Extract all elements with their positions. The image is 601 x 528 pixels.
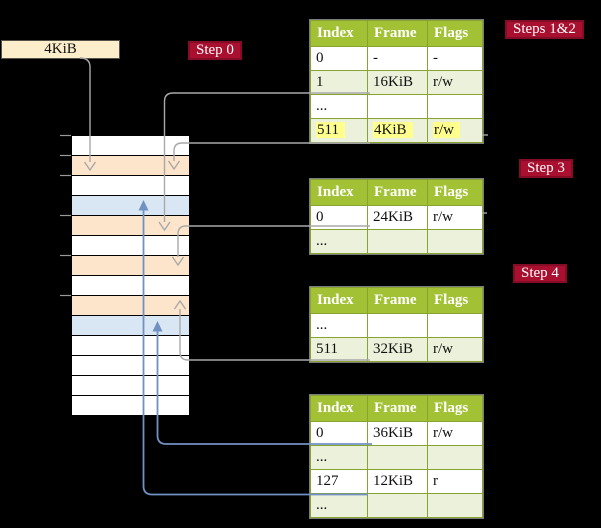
header-index: Index (310, 179, 368, 206)
table-cell: r/w (427, 421, 483, 446)
table-row-highlighted: 511 4KiB r/w (310, 118, 483, 143)
table-cell: 24KiB (367, 205, 428, 230)
table-cell (427, 94, 483, 119)
header-flags: Flags (427, 287, 483, 314)
memory-row-peach (72, 216, 189, 236)
memory-row-peach (72, 256, 189, 276)
table-cell: r/w (427, 205, 483, 230)
table-row: ... (310, 313, 483, 338)
table-cell: ... (310, 493, 368, 518)
page-table-step-4b: Index Frame Flags 0 36KiB r/w ... 127 12… (310, 395, 483, 518)
table-cell (367, 493, 428, 518)
step-3-label: Step 3 (519, 159, 573, 178)
table-cell: 511 (310, 118, 368, 143)
highlighted-value: 4KiB (373, 122, 413, 138)
table-cell: ... (310, 313, 368, 338)
table-header-row: Index Frame Flags (310, 179, 483, 206)
memory-row-peach (72, 156, 189, 176)
arrow-pt1-index511-to-4kib-frame (173, 142, 370, 161)
table-row: 1 16KiB r/w (310, 70, 483, 95)
page-table-step-3: Index Frame Flags 0 24KiB r/w ... (310, 179, 483, 254)
memory-row-blue (72, 316, 189, 336)
header-index: Index (310, 20, 368, 47)
step-0-label: Step 0 (188, 41, 242, 60)
memory-row-white (72, 176, 189, 196)
table-cell: 0 (310, 421, 368, 446)
table-cell (427, 229, 483, 254)
table-cell: - (367, 46, 428, 71)
frame-size-box: 4KiB (1, 40, 120, 59)
header-frame: Frame (367, 287, 428, 314)
table-cell: r (427, 469, 483, 494)
table-cell: 0 (310, 46, 368, 71)
header-frame: Frame (367, 20, 428, 47)
table-row: ... (310, 229, 483, 254)
table-cell: - (427, 46, 483, 71)
memory-row-white (72, 376, 189, 396)
page-table-step-4a: Index Frame Flags ... 511 32KiB r/w (310, 287, 483, 362)
table-cell (367, 94, 428, 119)
table-cell (427, 445, 483, 470)
header-frame: Frame (367, 395, 428, 422)
highlighted-value: r/w (433, 122, 460, 138)
table-cell: 36KiB (367, 421, 428, 446)
table-cell (367, 229, 428, 254)
table-cell (427, 313, 483, 338)
memory-row-blue (72, 196, 189, 216)
table-cell: 127 (310, 469, 368, 494)
header-index: Index (310, 395, 368, 422)
table-row: 0 36KiB r/w (310, 421, 483, 446)
memory-row-white (72, 236, 189, 256)
table-cell: r/w (427, 70, 483, 95)
memory-address-ticks (60, 134, 71, 297)
table-row: ... (310, 493, 483, 518)
table-cell: 4KiB (367, 118, 428, 143)
memory-column (71, 135, 190, 416)
header-index: Index (310, 287, 368, 314)
memory-row-white (72, 336, 189, 356)
table-cell: 511 (310, 337, 368, 362)
memory-row-peach (72, 296, 189, 316)
table-cell: ... (310, 94, 368, 119)
table-cell: 0 (310, 205, 368, 230)
table-header-row: Index Frame Flags (310, 287, 483, 314)
header-flags: Flags (427, 20, 483, 47)
table-cell: 1 (310, 70, 368, 95)
table-cell: ... (310, 229, 368, 254)
table-row: 0 - - (310, 46, 483, 71)
table-cell (367, 445, 428, 470)
table-cell: 32KiB (367, 337, 428, 362)
memory-row-white (72, 356, 189, 376)
table-row: 511 32KiB r/w (310, 337, 483, 362)
step-4-label: Step 4 (513, 264, 567, 283)
table-cell (427, 493, 483, 518)
table-cell: r/w (427, 118, 483, 143)
table-cell: 16KiB (367, 70, 428, 95)
table-row: 0 24KiB r/w (310, 205, 483, 230)
header-flags: Flags (427, 179, 483, 206)
table-cell: ... (310, 445, 368, 470)
highlighted-value: 511 (316, 122, 345, 138)
header-frame: Frame (367, 179, 428, 206)
header-flags: Flags (427, 395, 483, 422)
frame-size-label: 4KiB (44, 41, 77, 57)
table-cell: r/w (427, 337, 483, 362)
memory-row-white (72, 396, 189, 415)
table-row: 127 12KiB r (310, 469, 483, 494)
memory-row-white (72, 276, 189, 296)
table-row: ... (310, 94, 483, 119)
memory-row-white (72, 136, 189, 156)
table-cell (367, 313, 428, 338)
table-row: ... (310, 445, 483, 470)
table-header-row: Index Frame Flags (310, 395, 483, 422)
table-header-row: Index Frame Flags (310, 20, 483, 47)
table-cell: 12KiB (367, 469, 428, 494)
steps-1-2-label: Steps 1&2 (505, 20, 584, 39)
page-table-steps-1-2: Index Frame Flags 0 - - 1 16KiB r/w ... … (310, 20, 483, 143)
